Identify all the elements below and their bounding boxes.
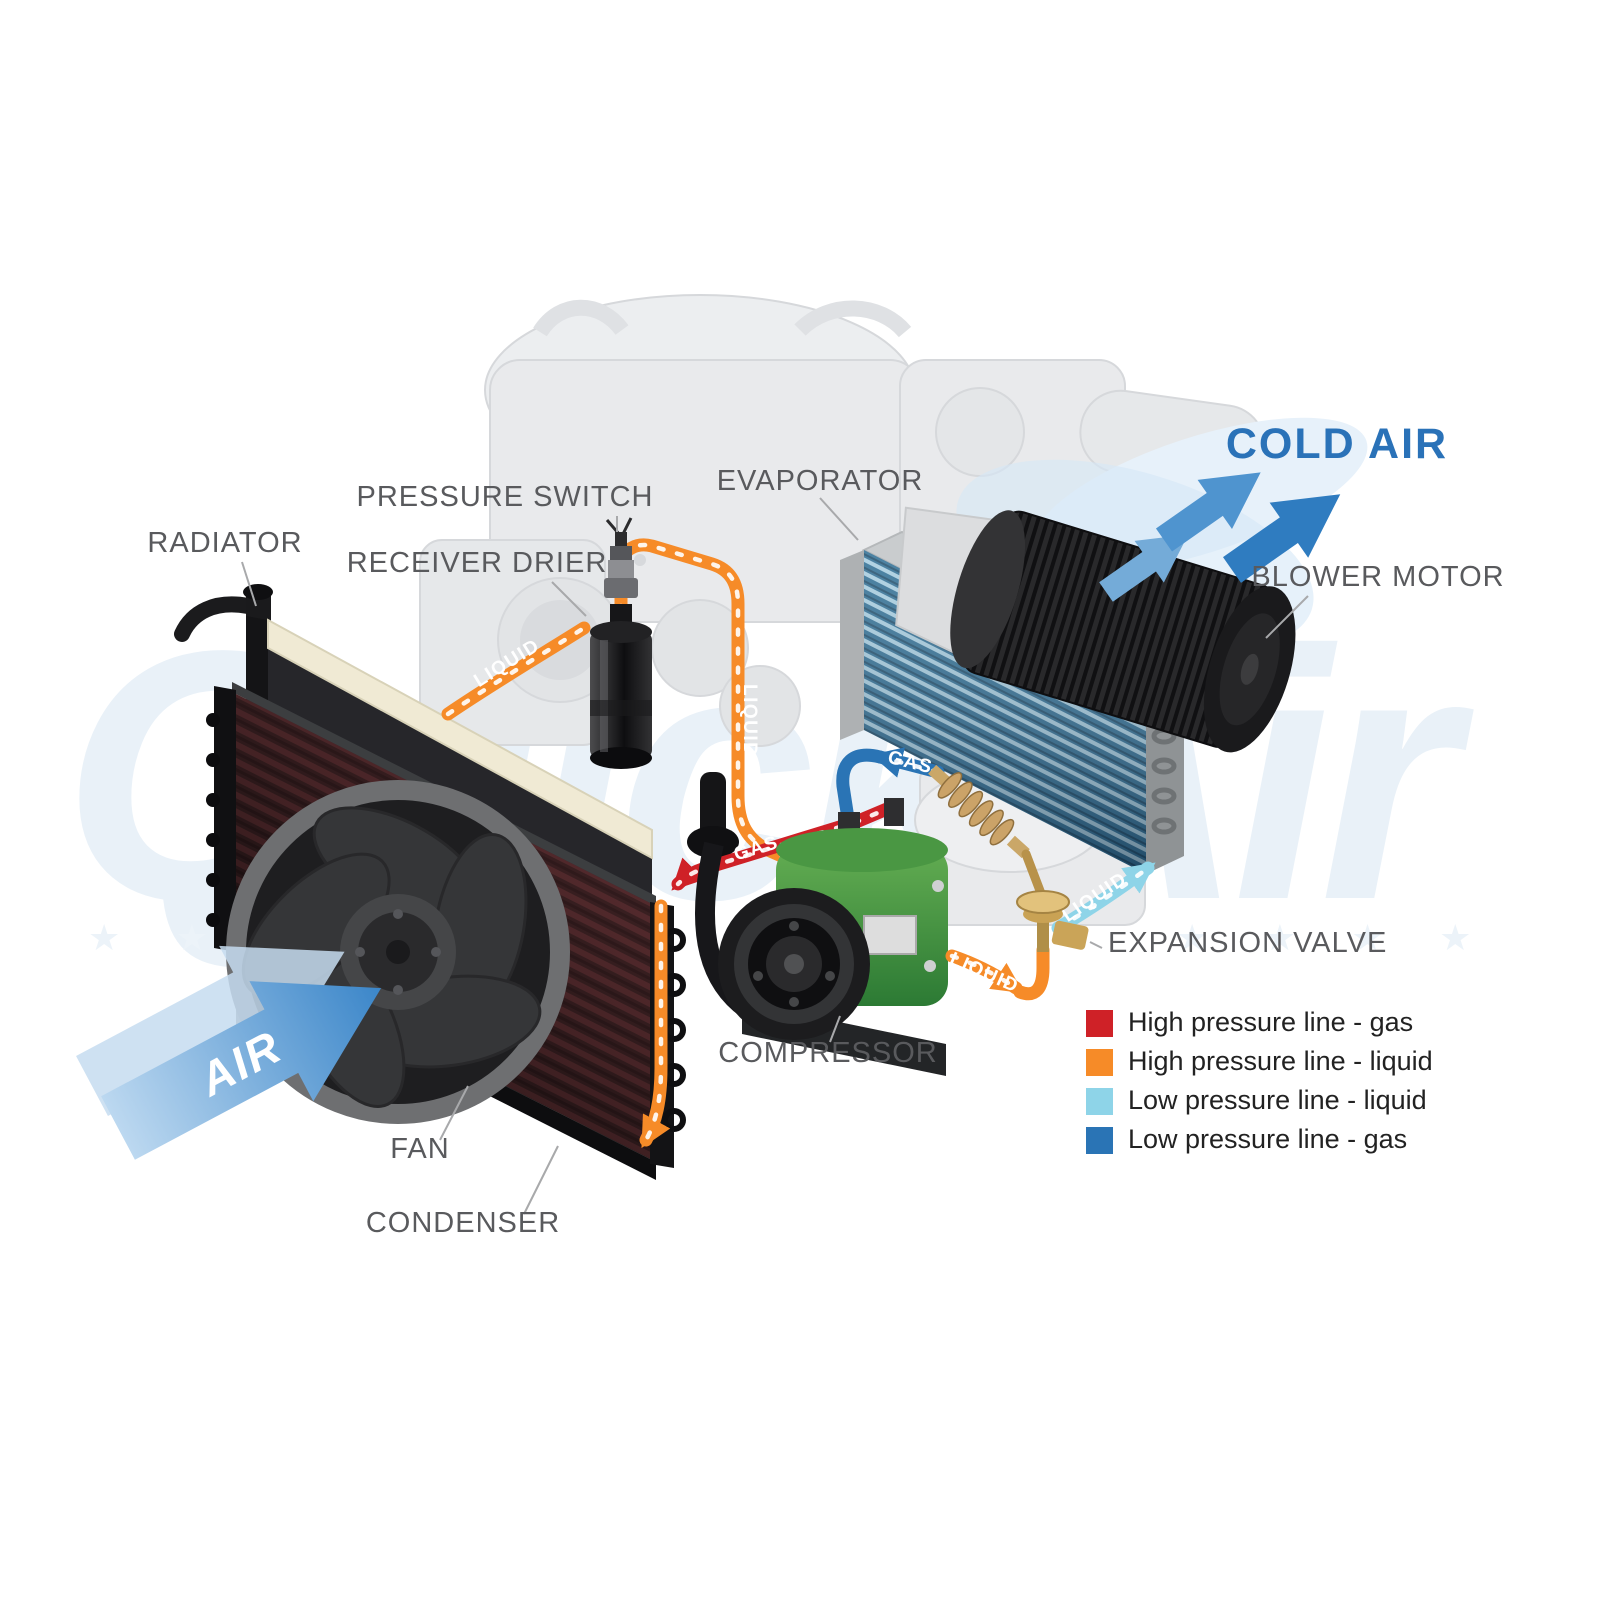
label-pressure-switch: PRESSURE SWITCH [357,481,654,513]
radiator-hose [174,596,256,642]
watermark-stars-right: ★ ★ ★ ★ [1176,918,1493,959]
pipe-low-pressure-gas [870,747,945,779]
pipe-high-pressure-liquid-valve-inlet [1013,943,1050,1001]
cold-air-arrow-2 [1223,494,1341,583]
leader-fan [439,1085,469,1141]
label-cold-air: COLD AIR [1226,420,1448,468]
legend-swatch-low-pressure-liquid [1086,1088,1113,1115]
flow-label-liquid-down: LIQUID [739,684,760,757]
label-blower-motor: BLOWER MOTOR [1251,561,1504,593]
leader-condenser [523,1145,559,1215]
condenser-left-tank [214,686,236,952]
pressure-switch-graphic [604,517,638,598]
legend-swatch-high-pressure-gas [1086,1010,1113,1037]
radiator-outlet-pipe [700,772,726,842]
radiator-top-tank [267,618,653,860]
leader-expansion-valve [1089,941,1103,949]
leader-compressor [829,1015,841,1043]
legend: High pressure line - gas High pressure l… [1086,1007,1433,1154]
receiver-drier-body [590,632,652,758]
label-condenser: CONDENSER [366,1207,560,1239]
cold-air-arrows [1099,472,1341,602]
label-expansion-valve: EXPANSION VALVE [1108,927,1387,959]
leader-lines [241,497,1309,1215]
blower-motor-graphic [895,506,1296,753]
cold-air-arrow-3 [1099,534,1189,602]
air-arrow: AIR [76,945,382,1160]
label-radiator: RADIATOR [147,527,302,559]
label-receiver-drier: RECEIVER DRIER [347,547,608,579]
compressor-label-plate [863,915,917,955]
compressor-graphic [695,798,948,1076]
cold-air-arrow-1 [1155,472,1261,552]
pressure-switch-body [604,578,638,598]
leader-receiver-drier [551,581,587,617]
legend-label-low-pressure-liquid: Low pressure line - liquid [1128,1085,1427,1115]
legend-swatch-high-pressure-liquid [1086,1049,1113,1076]
air-arrow-front [101,981,382,1160]
leader-radiator [241,561,257,607]
expansion-valve-dome [1016,890,1070,914]
leader-blower-motor [1265,595,1309,639]
receiver-drier-graphic [590,604,652,769]
label-fan: FAN [390,1133,449,1165]
legend-label-high-pressure-liquid: High pressure line - liquid [1128,1046,1433,1076]
leader-evaporator [819,497,859,541]
legend-swatch-low-pressure-gas [1086,1127,1113,1154]
flexible-hose-coil [928,764,1030,859]
component-labels: RADIATOR PRESSURE SWITCH RECEIVER DRIER … [147,420,1504,1239]
legend-label-low-pressure-gas: Low pressure line - gas [1128,1124,1407,1154]
legend-label-high-pressure-gas: High pressure line - gas [1128,1007,1413,1037]
label-evaporator: EVAPORATOR [717,465,924,497]
expansion-valve-graphic [1016,890,1089,952]
radiator-cap [243,584,273,600]
label-compressor: COMPRESSOR [718,1037,937,1069]
